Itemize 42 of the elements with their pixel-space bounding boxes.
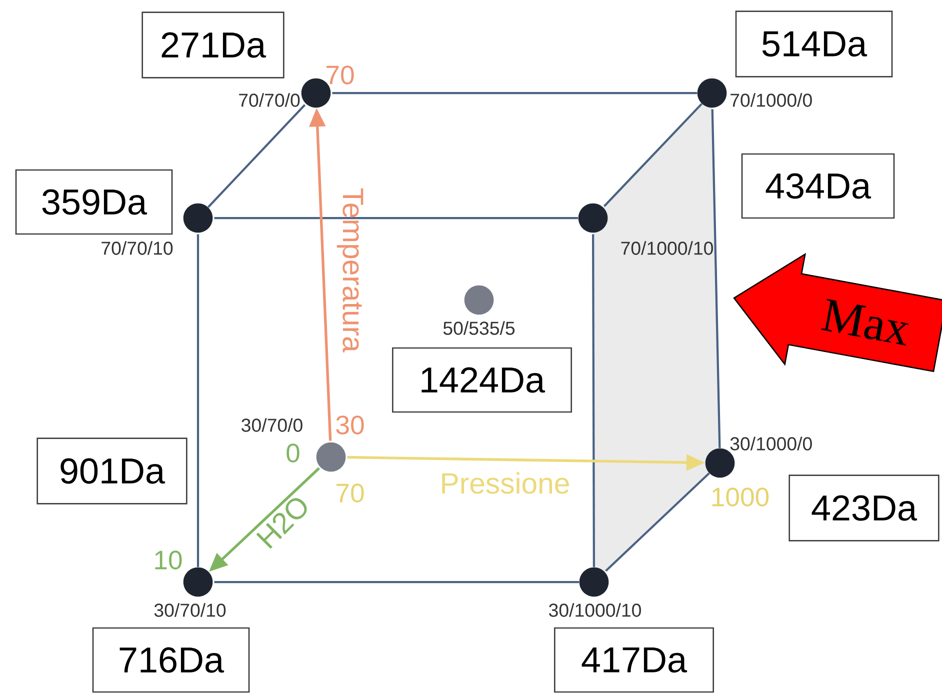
mass-box: 1424Da (392, 347, 572, 413)
mass-box: 423Da (788, 474, 940, 542)
axis-value: 10 (155, 550, 182, 570)
mass-box: 417Da (554, 627, 714, 693)
cube-edge (592, 234, 596, 568)
axis-value: 1000 (712, 488, 769, 506)
vertex-dot (578, 203, 608, 233)
vertex-dot (183, 203, 213, 233)
edge-label: Pressione (442, 472, 569, 494)
coordinate-label: 30/1000/10 (549, 603, 641, 617)
coordinate-label: 30/70/10 (154, 603, 226, 617)
mass-box: 359Da (15, 169, 173, 235)
axis-value: 0 (286, 444, 300, 462)
coordinate-label: 70/70/10 (102, 241, 173, 255)
axis-value: 30 (336, 416, 364, 434)
mass-box: 271Da (142, 12, 284, 78)
mass-box: 514Da (735, 10, 893, 78)
mass-box: 434Da (741, 153, 895, 219)
mass-box: 716Da (92, 627, 250, 693)
cube-edge (605, 472, 710, 572)
vertex-dot (464, 285, 494, 315)
cube-edge (603, 103, 702, 207)
axis-value: 70 (336, 484, 364, 502)
coordinate-label: 70/1000/0 (730, 93, 812, 107)
cube-edge (207, 104, 306, 208)
cube-edge (711, 109, 721, 448)
coordinate-label: 70/70/0 (239, 93, 300, 107)
mass-box: 901Da (36, 438, 188, 504)
cube-edge (332, 92, 698, 94)
edge-label: Temperatura (336, 188, 364, 352)
axis-value: 70 (326, 66, 354, 84)
vertex-dot (183, 567, 213, 597)
vertex-dot (316, 442, 346, 472)
coordinate-label: 30/1000/0 (730, 436, 812, 450)
cube-edge (214, 216, 578, 220)
cube-edge (196, 234, 200, 568)
coordinate-label: 50/535/5 (443, 321, 515, 335)
cube-edge (214, 580, 580, 584)
vertex-dot (579, 567, 609, 597)
coordinate-label: 30/70/0 (242, 418, 302, 432)
vertex-dot (697, 78, 727, 108)
coordinate-label: 70/1000/10 (621, 241, 713, 255)
